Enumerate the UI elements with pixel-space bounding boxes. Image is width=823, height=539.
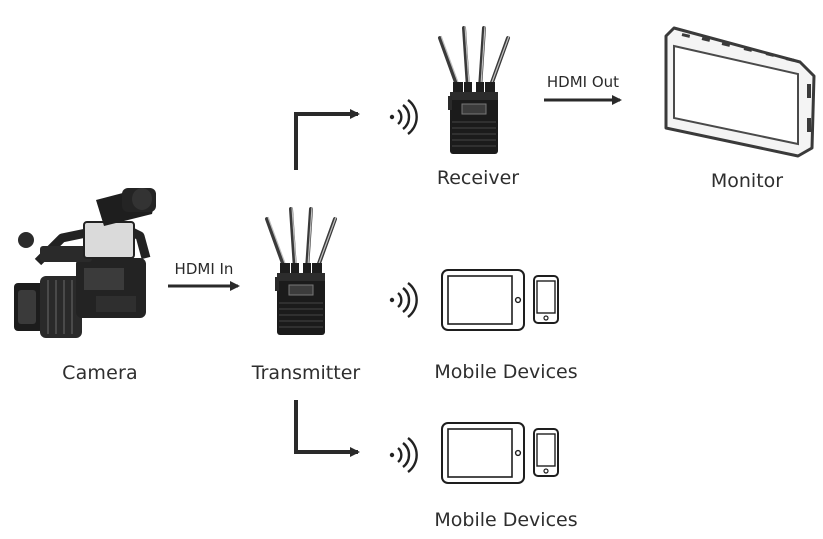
mobile-devices-label-1: Mobile Devices bbox=[434, 361, 577, 383]
connector-to-mobile-devices-2 bbox=[294, 400, 360, 457]
connector-to-receiver bbox=[294, 109, 360, 170]
transmitter-icon bbox=[265, 205, 338, 337]
hdmi-out-label: HDMI Out bbox=[547, 73, 619, 91]
wireless-signal-icon bbox=[388, 98, 418, 136]
wireless-signal-icon bbox=[388, 281, 418, 319]
camera-label: Camera bbox=[62, 362, 138, 384]
mobile-devices-label-2: Mobile Devices bbox=[434, 509, 577, 531]
hdmi-in-label: HDMI In bbox=[175, 260, 234, 278]
receiver-label: Receiver bbox=[437, 167, 519, 189]
monitor-label: Monitor bbox=[711, 170, 783, 192]
camcorder-icon bbox=[14, 188, 156, 338]
tablet-icon bbox=[441, 422, 559, 484]
monitor-icon bbox=[664, 26, 816, 158]
wireless-signal-icon bbox=[388, 436, 418, 474]
receiver-icon bbox=[438, 24, 511, 156]
tablet-icon bbox=[441, 269, 559, 331]
transmitter-label: Transmitter bbox=[251, 362, 361, 384]
